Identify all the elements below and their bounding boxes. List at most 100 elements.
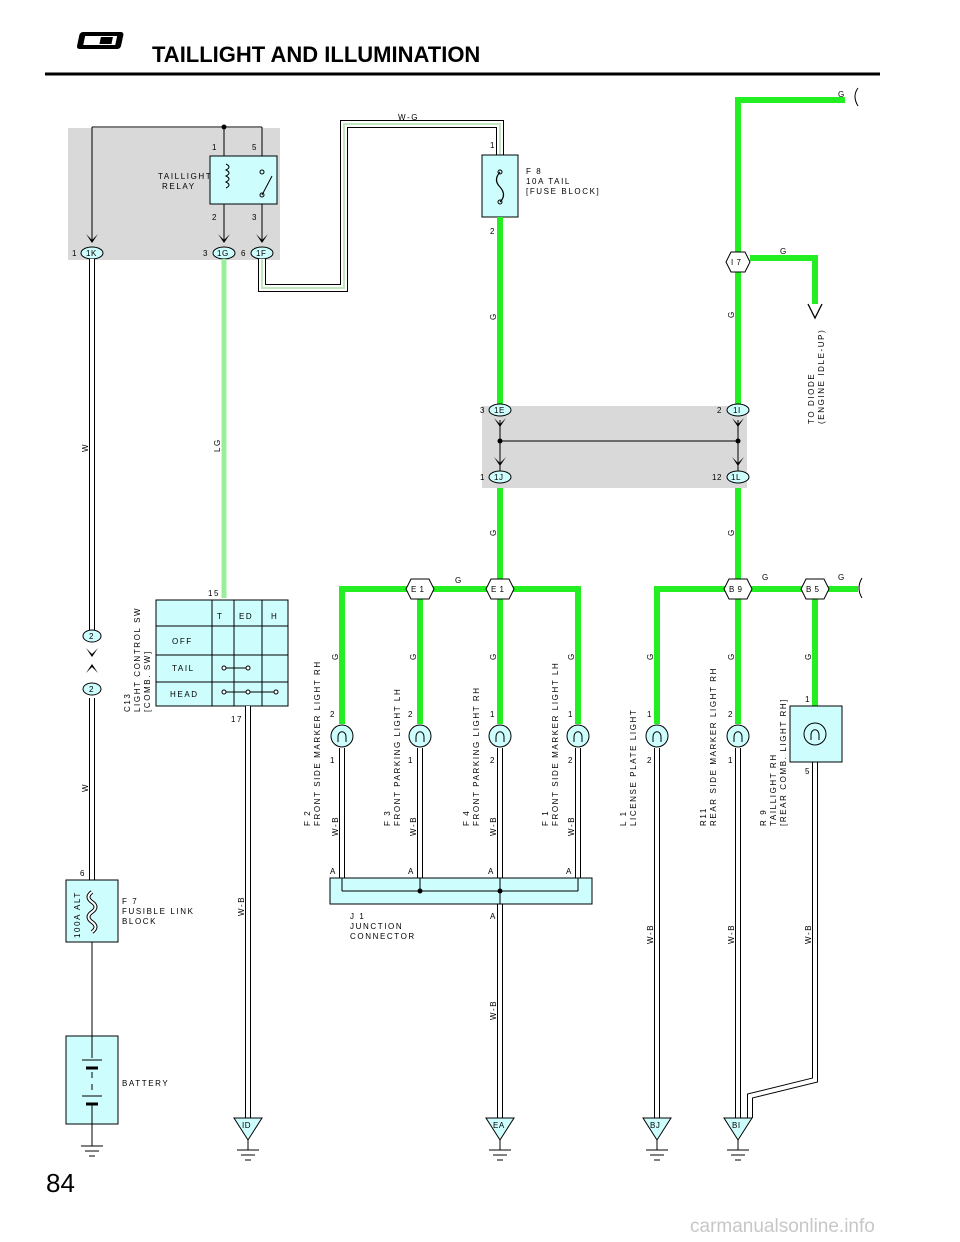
j1-code: J 1 — [350, 912, 365, 921]
connector-2-bottom-code: 2 — [89, 685, 94, 694]
diode-label-1: TO DIODE — [807, 373, 816, 424]
switch-name: LIGHT CONTROL SW — [133, 607, 142, 712]
wire-wb-label-f4: W-B — [489, 816, 498, 836]
ground-id-code: ID — [242, 1121, 251, 1130]
j1-pin-a-3: A — [488, 867, 495, 876]
f4-pin-bot: 2 — [490, 756, 496, 765]
connector-1K — [80, 127, 104, 260]
splice-e1-left — [405, 578, 435, 600]
f2-code: F 2 — [303, 810, 312, 826]
wire-g-vert-f2: G — [331, 652, 340, 660]
r9-pin-bot: 5 — [805, 767, 811, 776]
wire-wb-label-r11: W-B — [727, 924, 736, 944]
relay-label-1: TAILLIGHT — [158, 172, 212, 181]
connector-1I-code: 1I — [733, 406, 741, 415]
ground-bj — [642, 1117, 672, 1161]
connector-1J — [488, 457, 512, 484]
wire-g-vert-l1: G — [646, 652, 655, 660]
connector-1L-code: 1L — [731, 473, 741, 482]
junction-connector-j1 — [329, 877, 593, 905]
relay-label-2: RELAY — [162, 182, 196, 191]
relay-pin-2: 2 — [212, 213, 218, 222]
splice-b9 — [723, 578, 753, 600]
connector-1G-num: 3 — [203, 249, 208, 258]
bulb-r9-icon — [803, 722, 827, 746]
connector-2-top — [82, 629, 102, 643]
battery — [65, 1035, 119, 1146]
splice-b9-code: B 9 — [729, 585, 743, 594]
splice-i7 — [725, 251, 751, 273]
green-wires — [339, 97, 858, 724]
connector-1I-num: 2 — [717, 406, 722, 415]
splice-e1-left-code: E 1 — [411, 585, 425, 594]
f4-name: FRONT PARKING LIGHT RH — [472, 686, 481, 826]
wire-wb-label-r9: W-B — [804, 924, 813, 944]
light-control-switch — [155, 599, 289, 707]
connector-2-top-code: 2 — [89, 632, 94, 641]
wire-w-label-1: W — [81, 443, 90, 452]
bulb-r9-housing — [789, 705, 843, 763]
splice-e1-right — [485, 578, 515, 600]
f7-rating: 100A ALT — [73, 891, 82, 938]
j1-pin-a-5: A — [490, 912, 497, 921]
f1-pin-top: 1 — [568, 710, 574, 719]
l1-code: L 1 — [619, 810, 628, 826]
connector-arrow-icon-2 — [86, 664, 98, 673]
r9-code: R 9 — [759, 809, 768, 826]
switch-code: C13 — [123, 693, 132, 712]
f1-name: FRONT SIDE MARKER LIGHT LH — [551, 662, 560, 826]
j1-name-2: CONNECTOR — [350, 932, 416, 941]
bulb-f2-icon — [330, 724, 354, 748]
wire-w-g-label: W-G — [398, 113, 419, 122]
wire-wb-label-f2: W-B — [331, 816, 340, 836]
connector-2-bottom — [82, 682, 102, 696]
splice-e1-right-code: E 1 — [491, 585, 505, 594]
diode-label-2: (ENGINE IDLE-UP) — [817, 329, 826, 424]
wire-g-label-b9: G — [762, 573, 770, 582]
splice-b5 — [800, 578, 830, 600]
r9-pin-top: 1 — [805, 695, 811, 704]
f2-pin-bot: 1 — [330, 756, 336, 765]
connector-1E — [488, 403, 512, 427]
wire-w-label-2: W — [81, 783, 90, 792]
taillight-relay — [92, 124, 278, 240]
wire-wb-label-f1: W-B — [567, 816, 576, 836]
wire-g-label-e1: G — [455, 576, 463, 585]
wire-g-vert-f4: G — [489, 652, 498, 660]
switch-pin-15: 15 — [208, 589, 220, 598]
wire-g-vert-f3: G — [409, 652, 418, 660]
l1-pin-bot: 2 — [647, 756, 653, 765]
switch-row-off: OFF — [172, 637, 193, 646]
f3-name: FRONT PARKING LIGHT LH — [393, 688, 402, 826]
ground-bi — [723, 1117, 753, 1161]
switch-col-t: T — [217, 612, 224, 621]
wire-g-label-diode: G — [780, 247, 788, 256]
bulb-f1-icon — [566, 724, 590, 748]
r9-name: TAILLIGHT RH — [769, 753, 778, 826]
page-number: 84 — [46, 1168, 75, 1198]
connector-1E-code: 1E — [494, 406, 505, 415]
junction-internal — [497, 420, 741, 476]
wire-g-vert-2: G — [727, 310, 736, 318]
switch-pin-17: 17 — [231, 715, 243, 724]
wire-lg-label: LG — [213, 438, 222, 452]
switch-row-tail: TAIL — [172, 664, 195, 673]
connector-book-icon — [76, 32, 124, 49]
wire-wb-label-ea: W-B — [489, 1000, 498, 1020]
wire-g-label-top: G — [838, 90, 846, 99]
splice-i7-code: I 7 — [731, 258, 741, 267]
connector-1L-num: 12 — [712, 473, 722, 482]
wire-g-vert-1: G — [489, 312, 498, 320]
bulb-f4-icon — [488, 724, 512, 748]
connector-1F-code: 1F — [256, 249, 266, 258]
ground-ea — [485, 1117, 515, 1161]
f4-pin-top: 1 — [490, 710, 496, 719]
j1-pin-a-1: A — [330, 867, 337, 876]
ground-bi-code: BI — [732, 1121, 741, 1130]
f3-code: F 3 — [383, 810, 392, 826]
fusible-link-icon-inner — [87, 891, 97, 933]
l1-name: LICENSE PLATE LIGHT — [629, 709, 638, 826]
fuse-f8-location: [FUSE BLOCK] — [526, 187, 600, 196]
connector-1F-num: 6 — [241, 249, 246, 258]
